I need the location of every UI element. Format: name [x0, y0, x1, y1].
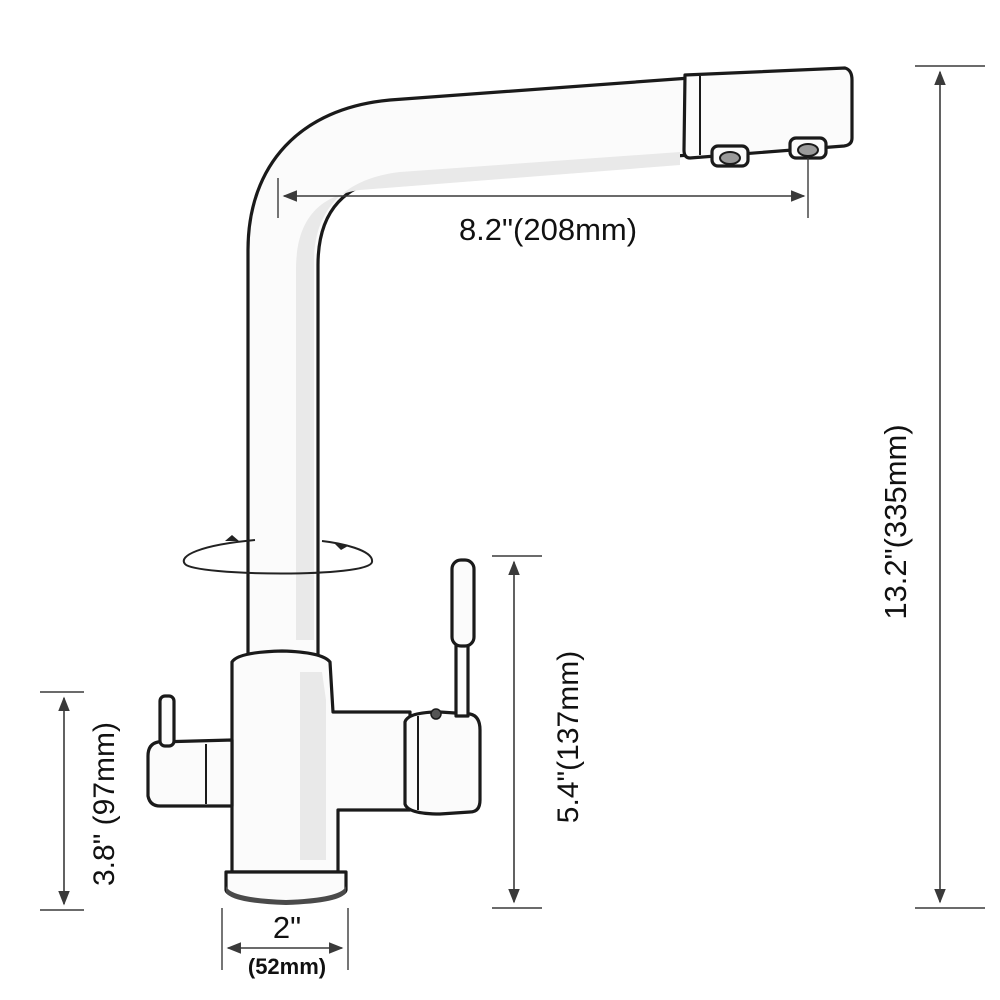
faucet-illustration: [146, 66, 854, 905]
dim-handle-height: 5.4"(137mm): [492, 555, 585, 909]
handle-housing: [403, 710, 482, 816]
spout: [246, 76, 692, 662]
outlet-left: [710, 144, 750, 168]
dim-base-width: 2" (52mm): [221, 908, 349, 979]
right-lever-handle: [450, 558, 476, 718]
handle-height-label: 5.4"(137mm): [552, 651, 585, 823]
dim-outlet-height: 3.8" (97mm): [40, 691, 121, 911]
handle-set-screw: [430, 708, 442, 720]
dim-total-height: 13.2"(335mm): [878, 65, 985, 909]
spout-reach-label: 8.2"(208mm): [459, 212, 637, 247]
dim-spout-reach: 8.2"(208mm): [277, 158, 809, 247]
base-width-inch-label: 2": [273, 910, 301, 945]
valve-body-shade: [300, 672, 326, 860]
base-width-mm-label: (52mm): [248, 954, 326, 979]
left-inlet-pipe: [146, 738, 234, 808]
swivel-rotation-icon: [182, 535, 373, 575]
outlet-right: [788, 136, 828, 160]
outlet-height-label: 3.8" (97mm): [88, 722, 121, 886]
spout-head: [682, 66, 854, 160]
total-height-label: 13.2"(335mm): [878, 424, 913, 619]
base-ring-shade: [226, 886, 346, 905]
left-lever-handle: [158, 694, 176, 748]
